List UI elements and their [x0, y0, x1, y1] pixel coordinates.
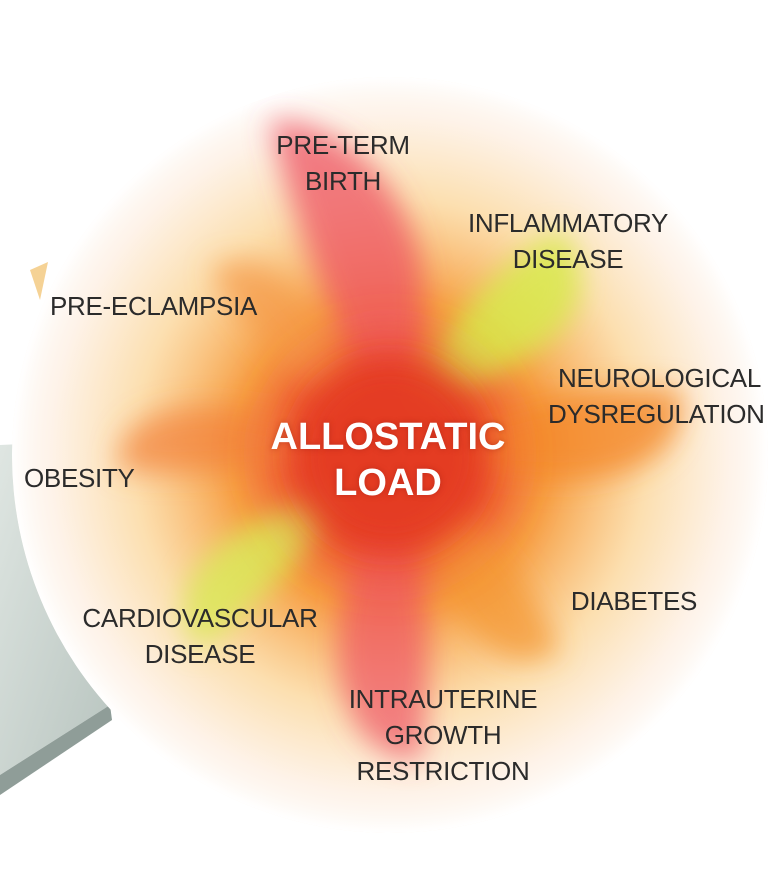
label-inflammatory-disease: INFLAMMATORY DISEASE: [468, 205, 668, 277]
label-neurological-dysregulation: NEUROLOGICAL DYSREGULATION: [548, 360, 765, 432]
label-preterm-birth: PRE-TERM BIRTH: [276, 127, 409, 199]
center-line-1: ALLOSTATIC: [271, 414, 506, 460]
label-obesity: OBESITY: [24, 460, 135, 496]
label-cardiovascular-disease: CARDIOVASCULAR DISEASE: [82, 600, 317, 672]
allostatic-load-title: ALLOSTATIC LOAD: [271, 414, 506, 506]
center-line-2: LOAD: [271, 460, 506, 506]
label-diabetes: DIABETES: [571, 583, 697, 619]
label-pre-eclampsia: PRE-ECLAMPSIA: [50, 288, 257, 324]
label-intrauterine-growth-restriction: INTRAUTERINE GROWTH RESTRICTION: [349, 681, 538, 789]
